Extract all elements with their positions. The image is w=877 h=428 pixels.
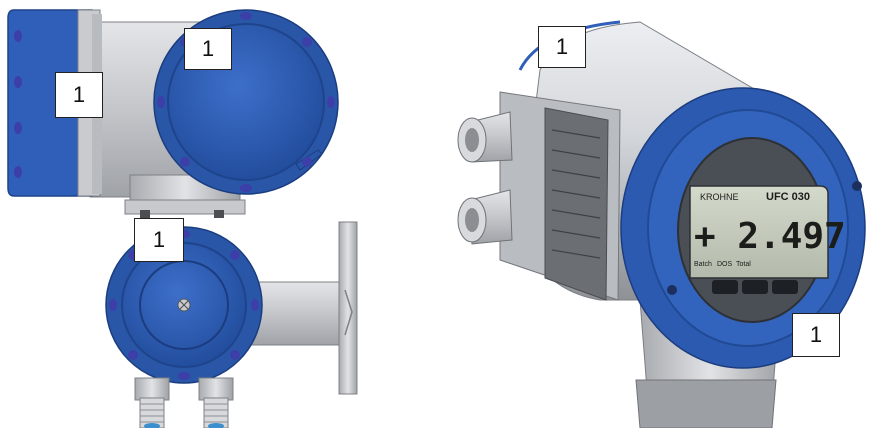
callout-label-side-cover: 1 (55, 72, 103, 118)
display-soft-label-1: Batch (694, 261, 712, 268)
right-transmitter-photo (457, 20, 866, 428)
display-brand: KROHNE (700, 192, 739, 202)
callout-label-front-cover: 1 (184, 28, 232, 70)
display-model: UFC 030 (766, 191, 810, 203)
sensor-bolts (109, 230, 259, 380)
right-cable-glands (457, 111, 513, 245)
callout-label-bezel: 1 (792, 313, 840, 357)
left-cover-bolts (14, 30, 22, 178)
callout-label-sensor: 1 (134, 218, 184, 262)
display-buttons (712, 280, 798, 294)
display-soft-label-3: Total (736, 261, 751, 268)
callout-label-housing: 1 (538, 26, 586, 68)
left-cable-glands (134, 377, 234, 428)
display-value: + 2.497 (694, 216, 846, 257)
display-soft-label-2: DOS (717, 261, 733, 268)
